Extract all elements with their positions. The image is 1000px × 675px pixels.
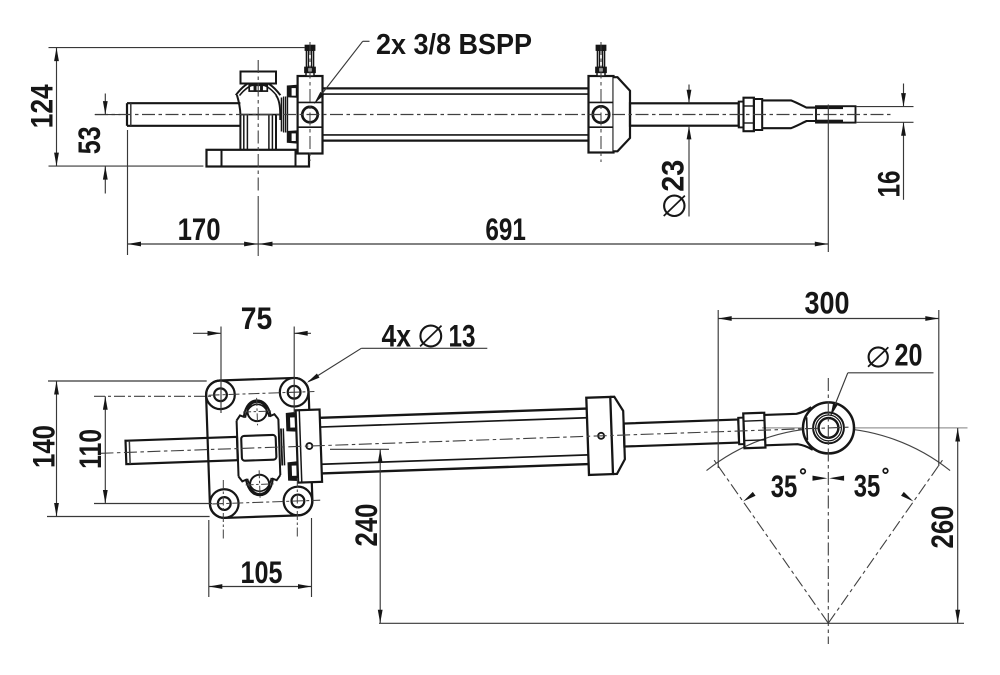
svg-text:691: 691 [485,211,526,247]
svg-text:110: 110 [72,429,108,469]
svg-text:260: 260 [924,506,960,549]
svg-text:53: 53 [71,126,107,154]
svg-text:13: 13 [449,317,476,353]
svg-text:300: 300 [805,285,850,321]
svg-text:35: 35 [771,468,798,504]
svg-text:2x 3/8 BSPP: 2x 3/8 BSPP [376,29,532,61]
svg-text:170: 170 [178,211,221,247]
svg-text:105: 105 [241,554,283,590]
svg-text:240: 240 [348,504,384,547]
svg-text:16: 16 [870,171,906,198]
svg-text:140: 140 [25,425,61,468]
svg-text:4x: 4x [382,317,412,353]
svg-text:75: 75 [241,300,273,336]
svg-text:35: 35 [854,468,881,504]
svg-text:124: 124 [24,84,60,128]
svg-text:23: 23 [655,160,691,192]
svg-text:20: 20 [895,337,923,373]
